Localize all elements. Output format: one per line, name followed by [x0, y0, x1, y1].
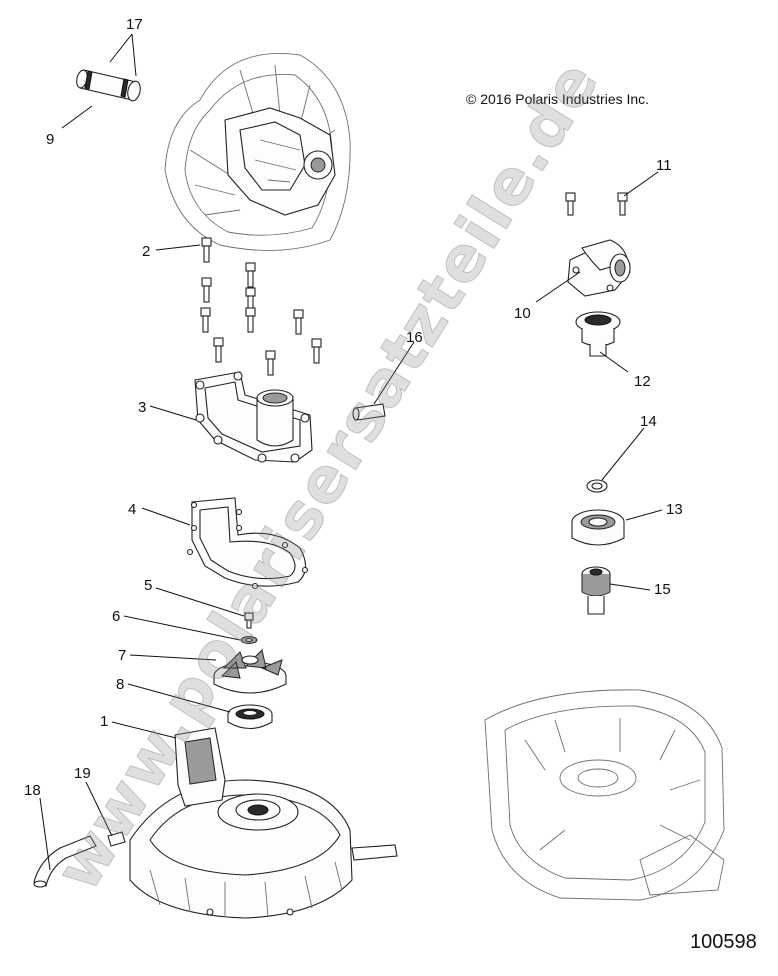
ghost-crankcase-bottom [484, 689, 725, 901]
callout-13: 13 [666, 501, 683, 518]
callout-19: 19 [74, 765, 91, 782]
part-pin-9 [76, 69, 141, 102]
callout-9: 9 [46, 131, 54, 148]
part-washer-14 [586, 479, 608, 493]
part-washer-6 [240, 636, 258, 644]
document-number: 100598 [690, 931, 757, 953]
callout-8: 8 [116, 676, 124, 693]
part-thermostat-12 [575, 311, 621, 357]
part-hose-18 [33, 835, 97, 888]
part-thermostat-housing-10 [567, 239, 631, 297]
callout-1: 1 [100, 713, 108, 730]
callout-5: 5 [144, 577, 152, 594]
part-bolts-2 [200, 237, 322, 376]
ghost-crankcase-top [164, 53, 351, 251]
callouts: 17 9 2 3 4 5 6 7 8 1 18 19 16 11 10 12 1… [24, 16, 683, 799]
part-bearing-13 [571, 509, 625, 546]
callout-14: 14 [640, 413, 657, 430]
callout-12: 12 [634, 373, 651, 390]
callout-15: 15 [654, 581, 671, 598]
callout-6: 6 [112, 608, 120, 625]
part-impeller-7 [213, 649, 287, 694]
callout-3: 3 [138, 399, 146, 416]
callout-17: 17 [126, 16, 143, 33]
part-shaft-15 [581, 566, 611, 615]
callout-7: 7 [118, 647, 126, 664]
part-bolts-11 [565, 192, 628, 216]
callout-2: 2 [142, 243, 150, 260]
part-seal-8 [227, 704, 273, 730]
part-pump-cover-3 [194, 371, 313, 463]
part-dowel-16 [352, 403, 386, 421]
callout-10: 10 [514, 305, 531, 322]
copyright-text: © 2016 Polaris Industries Inc. [466, 91, 649, 107]
callout-18: 18 [24, 782, 41, 799]
callout-11: 11 [656, 157, 672, 174]
callout-16: 16 [406, 329, 423, 346]
part-housing-1 [129, 727, 398, 919]
callout-4: 4 [128, 501, 136, 518]
leader-lines [39, 33, 663, 871]
part-gasket-4 [186, 497, 309, 590]
part-bolt-5 [244, 612, 254, 629]
